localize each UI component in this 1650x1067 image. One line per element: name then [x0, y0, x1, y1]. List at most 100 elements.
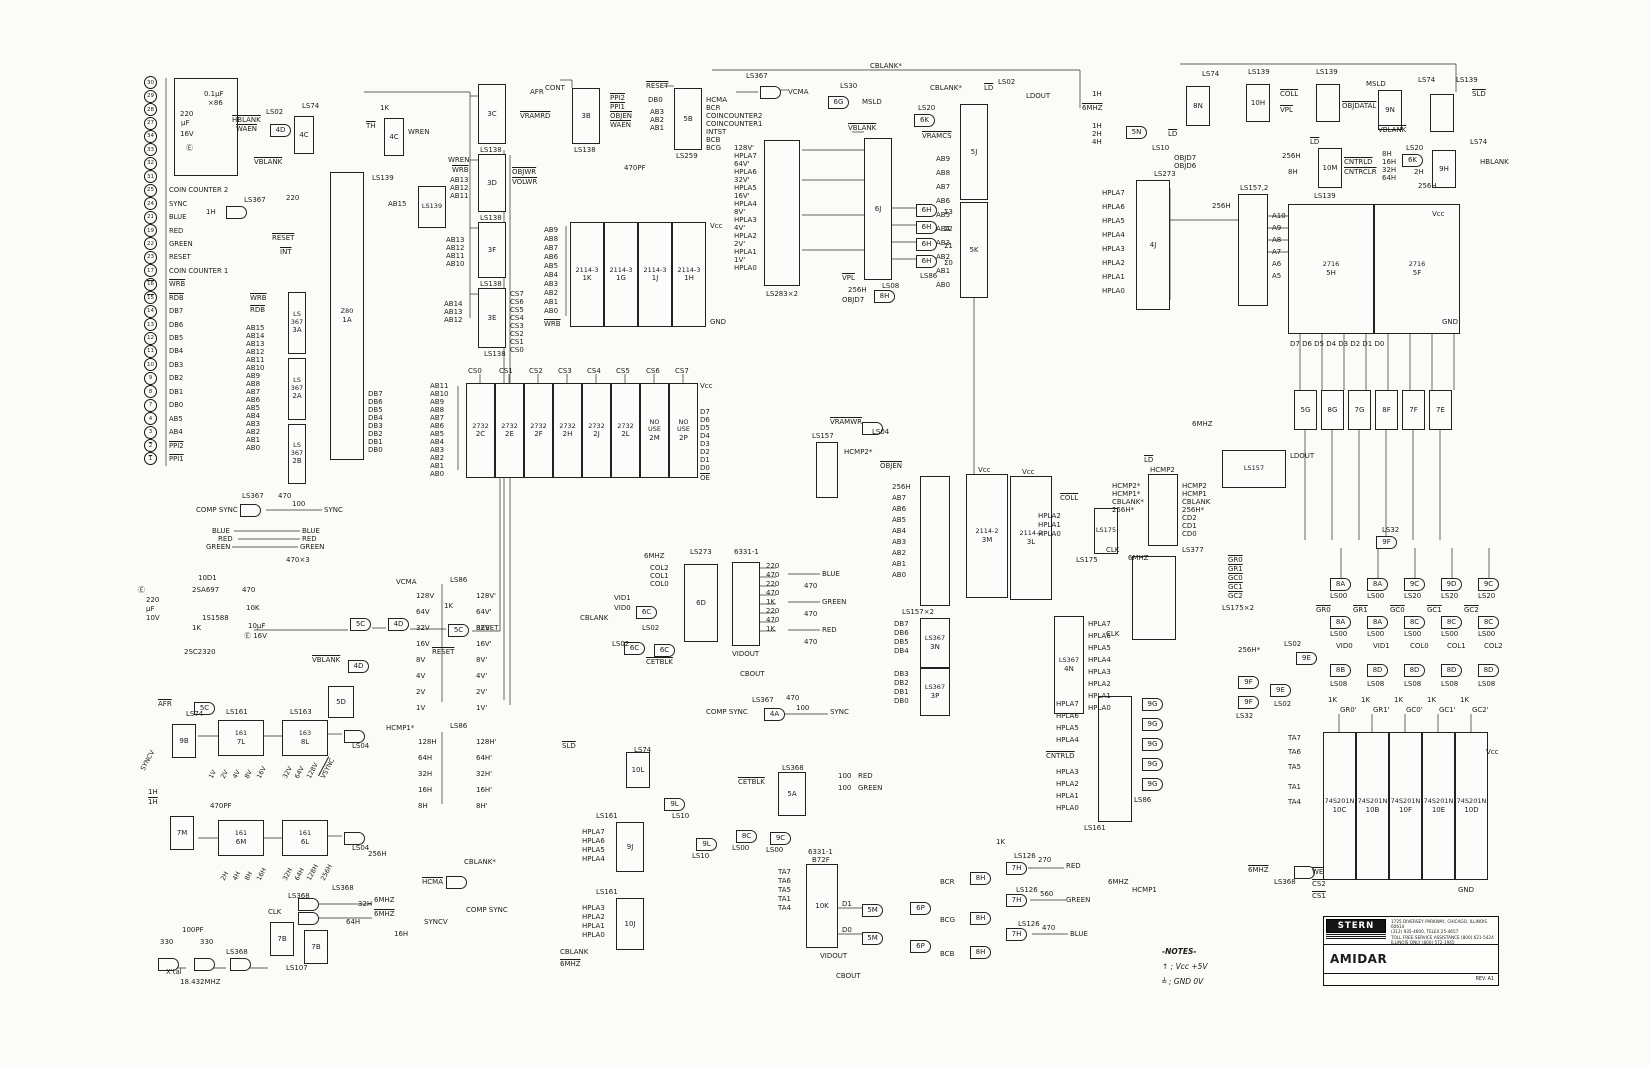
- signal-label: VID0: [1336, 642, 1353, 650]
- signal-label: LS08: [1404, 680, 1422, 688]
- ic-chip: 8C: [736, 830, 757, 843]
- signal-label: VRAMWR: [830, 418, 862, 426]
- ic-part-label: LS 367: [290, 310, 304, 326]
- ic-part-label: 2732: [559, 421, 576, 430]
- ic-chip: 6K: [914, 114, 935, 127]
- signal-label: TA5: [1288, 763, 1301, 771]
- ic-location-label: 9F: [1382, 537, 1391, 546]
- signal-label: AB14 AB13 AB12: [444, 300, 463, 324]
- signal-label: LS74: [1418, 76, 1436, 84]
- ic-location-label: 8C: [1446, 617, 1457, 626]
- signal-label: AB11 AB10 AB9 AB8 AB7 AB6 AB5 AB4 AB3 AB…: [430, 382, 449, 478]
- ic-location-label: 6H: [921, 256, 932, 265]
- signal-label: LS30: [840, 82, 858, 90]
- pin-number: 32: [144, 156, 157, 170]
- signal-label: LS74: [1202, 70, 1220, 78]
- signal-label: Vcc: [1486, 748, 1499, 756]
- ic-chip: 6P: [910, 902, 931, 915]
- signal-label: LS02: [612, 640, 630, 648]
- signal-label: LS86: [450, 722, 468, 730]
- signal-label: 2SA697: [192, 586, 220, 594]
- ic-location-label: 10H: [1250, 98, 1266, 107]
- pin-number: 23: [144, 250, 157, 264]
- ic-chip: 5J: [960, 104, 988, 200]
- ic-chip: 8G: [1321, 390, 1344, 430]
- ic-chip: [760, 86, 781, 99]
- ic-chip: 8B: [1330, 664, 1351, 677]
- ic-part-label: 2114-3: [643, 265, 667, 274]
- ic-chip: 9E: [1270, 684, 1291, 697]
- ic-chip: 8C: [1404, 616, 1425, 629]
- pin-number: 14: [144, 304, 157, 318]
- signal-label: Vcc: [978, 466, 991, 474]
- signal-label: CS4: [587, 367, 601, 375]
- pin-label: AB4: [169, 428, 183, 437]
- ic-location-label: 6J: [874, 204, 882, 213]
- ic-location-label: 8H: [879, 291, 890, 300]
- signal-label: MSLD: [862, 98, 882, 106]
- ic-location-label: 8A: [1335, 617, 1346, 626]
- signal-label: 6MHZ: [1248, 866, 1269, 874]
- signal-label: LS126: [1018, 920, 1040, 928]
- ic-location-label: 7B: [311, 942, 321, 951]
- pin-label: DB4: [169, 347, 184, 356]
- ic-chip: 2732 2F: [524, 383, 553, 478]
- ic-chip: 4C: [384, 118, 404, 156]
- signal-label: TA7 TA6 TA5 TA1 TA4: [778, 868, 791, 912]
- signal-label: HBLANK: [1480, 158, 1509, 166]
- ic-chip: 2732 2E: [495, 383, 524, 478]
- ic-location-label: 5J: [970, 147, 978, 156]
- ic-chip: [194, 958, 215, 971]
- signal-label: SYNCV: [424, 918, 448, 926]
- ic-location-label: 10F: [1399, 805, 1412, 814]
- ic-part-label: 161: [298, 829, 312, 837]
- signal-label: AB15 AB14 AB13 AB12 AB11 AB10 AB9 AB8 AB…: [246, 324, 265, 452]
- signal-label: 64H: [346, 918, 361, 926]
- ic-chip: 8F: [1375, 390, 1398, 430]
- pin-label: COIN COUNTER 1: [169, 266, 229, 275]
- ic-location-label: 8C: [1409, 617, 1420, 626]
- signal-label: 10K: [246, 604, 260, 612]
- signal-label: LS273: [690, 548, 712, 556]
- ic-chip: 74S201N 10E: [1422, 732, 1455, 880]
- ic-chip: 9G: [1142, 778, 1163, 791]
- pin-number: 15: [144, 291, 157, 305]
- ic-chip: 74S201N 10B: [1356, 732, 1389, 880]
- signal-label: CLK: [1106, 546, 1120, 554]
- ic-chip: 10L: [626, 752, 650, 788]
- ic-location-label: 6G: [833, 97, 844, 106]
- signal-label: COL2 COL1 COL0: [650, 564, 669, 588]
- signal-label: LS367: [244, 196, 266, 204]
- pin-number: 34: [144, 129, 157, 143]
- ic-part-label: 74S201N: [1357, 797, 1388, 805]
- ic-location-label: 3C: [487, 109, 497, 118]
- signal-label: RED: [218, 535, 233, 543]
- ic-location-label: 8H: [975, 873, 986, 882]
- signal-label: BLUE: [302, 527, 320, 535]
- signal-label: 10D1: [198, 574, 217, 582]
- ic-chip: 6C: [624, 642, 645, 655]
- ic-chip: 9D: [1441, 578, 1462, 591]
- signal-label: DB0: [648, 96, 663, 104]
- ic-chip: 8H: [874, 290, 895, 303]
- ic-chip: 74S201N 10C: [1323, 732, 1356, 880]
- signal-label: DB7 DB6 DB5 DB4: [894, 620, 909, 655]
- pin-number: 33: [144, 143, 157, 157]
- signal-label: 470: [804, 638, 818, 646]
- signal-label: LS107: [286, 964, 308, 972]
- ic-part-label: Z80: [340, 307, 354, 315]
- signal-label: LD: [1144, 456, 1154, 464]
- signal-label: 560: [1040, 890, 1054, 898]
- signal-label: RED: [1066, 862, 1081, 870]
- signal-label: 256H AB7 AB6 AB5 AB4 AB3 AB2 AB1 AB0: [892, 483, 911, 579]
- ic-chip: [732, 562, 760, 646]
- ic-part-label: 2114-3: [677, 265, 701, 274]
- ic-location-label: 7B: [277, 934, 287, 943]
- signal-label: 16H: [394, 930, 409, 938]
- ic-chip: 5A: [778, 772, 806, 816]
- ic-location-label: 4D: [393, 619, 404, 628]
- ic-chip: 6G: [828, 96, 849, 109]
- edge-connector-pin: 10 DB3: [144, 358, 228, 372]
